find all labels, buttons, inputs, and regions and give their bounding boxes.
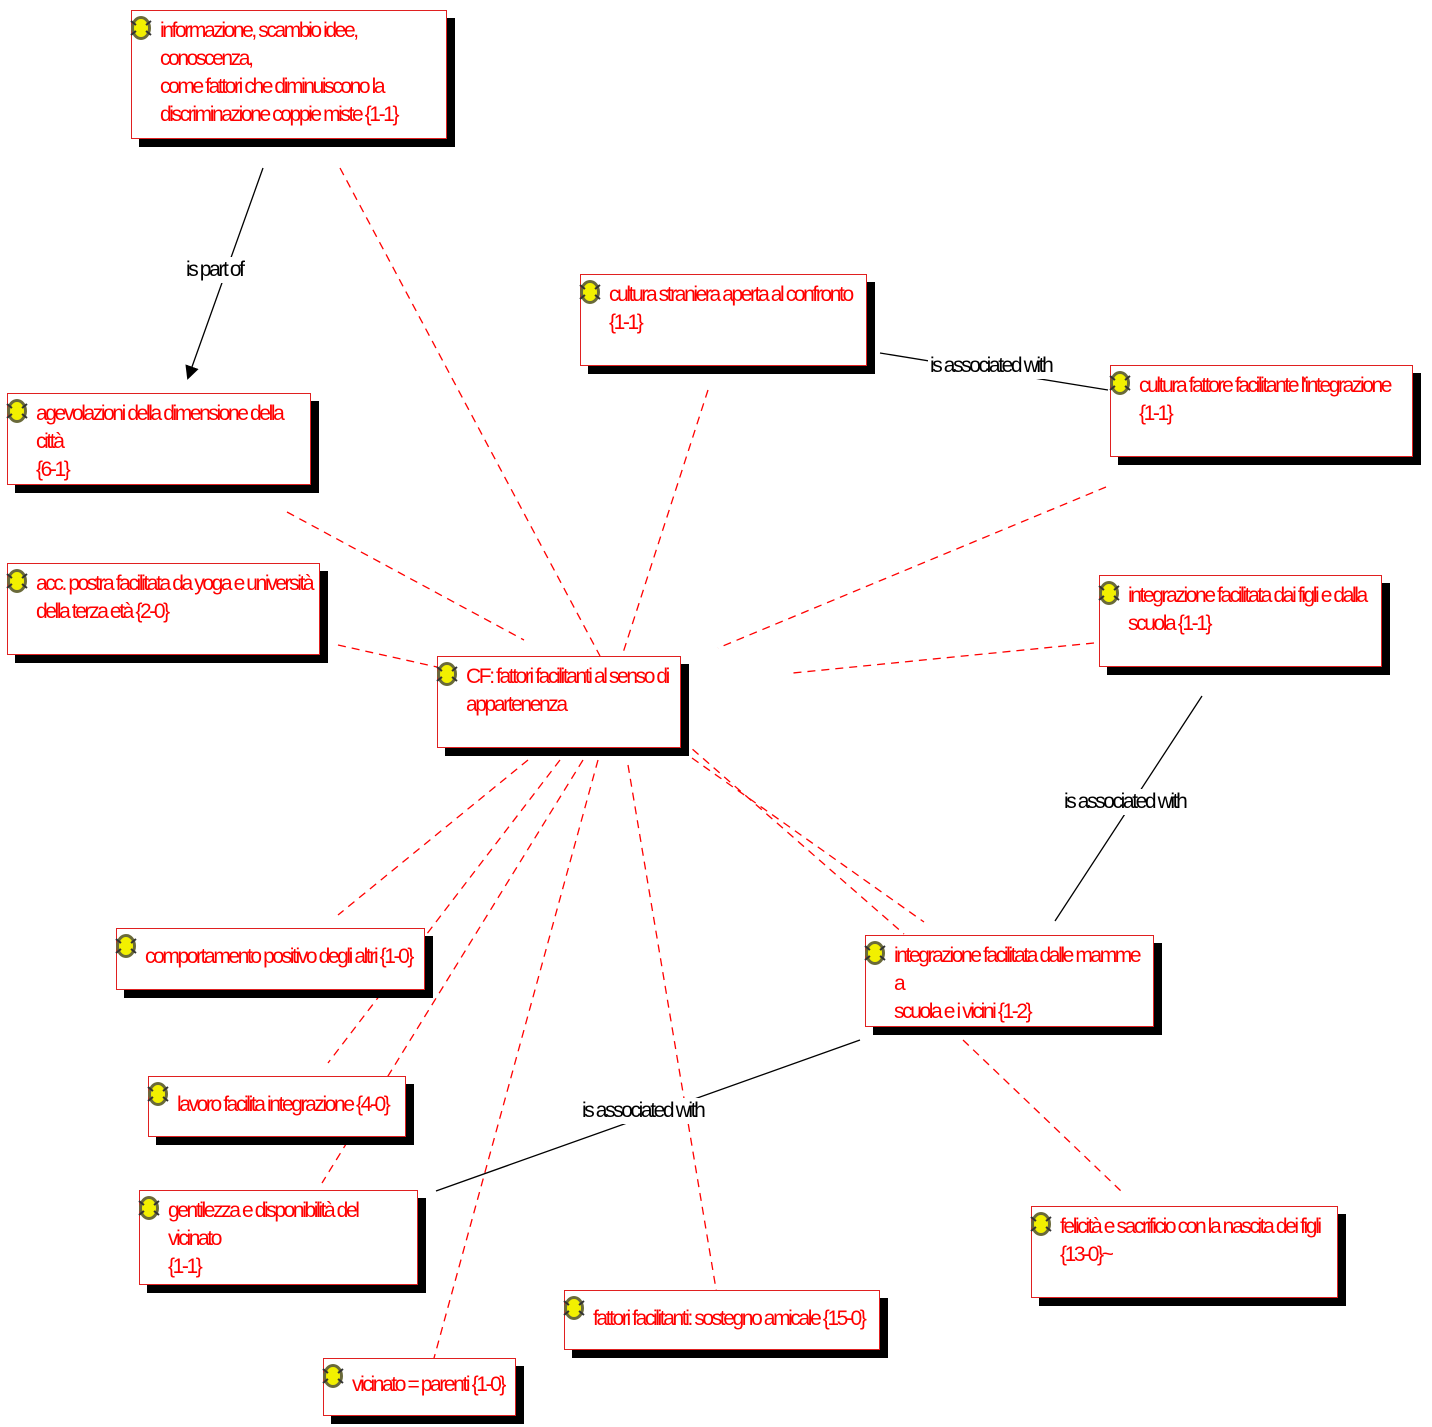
node-label: vicinato = parenti {1-0} bbox=[352, 1373, 506, 1396]
code-node-icon bbox=[6, 399, 28, 423]
code-node-icon bbox=[147, 1082, 169, 1106]
code-node-icon bbox=[436, 662, 458, 686]
link-cf-accoglienza bbox=[337, 644, 438, 668]
code-node-icon bbox=[563, 1296, 585, 1320]
node-label: integrazione facilitata dai figli e dall… bbox=[1128, 584, 1368, 635]
node-label: cultura straniera aperta al confronto {1… bbox=[609, 283, 854, 334]
link-cf-fattori-sostegno bbox=[627, 764, 718, 1296]
node-fattori-sostegno[interactable]: fattori facilitanti: sostegno amicale {1… bbox=[563, 1290, 880, 1350]
node-label: cultura fattore facilitante l'integrazio… bbox=[1139, 374, 1392, 425]
code-node-icon bbox=[130, 16, 152, 40]
node-cf-centrale[interactable]: CF: fattori facilitanti al senso di appa… bbox=[436, 656, 681, 748]
link-mamme-felicita bbox=[962, 1039, 1123, 1193]
relation-label-cultura: is associated with bbox=[928, 353, 1054, 379]
link-cf-integrazione-mamme-b bbox=[681, 739, 905, 935]
node-felicita[interactable]: felicità e sacrificio con la nascita dei… bbox=[1030, 1206, 1338, 1298]
node-label: felicità e sacrificio con la nascita dei… bbox=[1060, 1215, 1322, 1266]
code-node-icon bbox=[1030, 1212, 1052, 1236]
node-label: lavoro facilita integrazione {4-0} bbox=[177, 1093, 391, 1116]
node-agevolazioni[interactable]: agevolazioni della dimensione della citt… bbox=[6, 393, 311, 485]
node-gentilezza[interactable]: gentilezza e disponibilità del vicinato … bbox=[138, 1190, 418, 1285]
code-node-icon bbox=[138, 1196, 160, 1220]
link-cf-lavoro bbox=[327, 759, 561, 1064]
node-label: CF: fattori facilitanti al senso di appa… bbox=[466, 665, 670, 716]
code-node-icon bbox=[6, 569, 28, 593]
code-node-icon bbox=[115, 934, 137, 958]
link-cf-integrazione-mamme-a bbox=[691, 757, 925, 923]
node-label: integrazione facilitata dalle mamme a sc… bbox=[894, 944, 1142, 1023]
node-informazione[interactable]: informazione, scambio idee, conoscenza, … bbox=[130, 10, 447, 139]
link-cf-agevolazioni bbox=[286, 511, 525, 641]
node-lavoro[interactable]: lavoro facilita integrazione {4-0} bbox=[147, 1076, 406, 1137]
code-node-icon bbox=[1109, 371, 1131, 395]
node-cultura-straniera[interactable]: cultura straniera aperta al confronto {1… bbox=[579, 274, 867, 366]
code-node-icon bbox=[864, 941, 886, 965]
node-comportamento[interactable]: comportamento positivo degli altri {1-0} bbox=[115, 928, 425, 990]
link-cf-comportamento bbox=[337, 759, 529, 916]
link-cf-informazione bbox=[339, 167, 601, 657]
code-node-icon bbox=[1098, 581, 1120, 605]
link-cf-cultura-straniera bbox=[621, 389, 709, 657]
node-integrazione-figli[interactable]: integrazione facilitata dai figli e dall… bbox=[1098, 575, 1382, 667]
node-label: acc. postra facilitata da yoga e univers… bbox=[36, 572, 315, 623]
node-accoglienza[interactable]: acc. postra facilitata da yoga e univers… bbox=[6, 563, 320, 655]
node-label: agevolazioni della dimensione della citt… bbox=[36, 402, 285, 481]
node-label: informazione, scambio idee, conoscenza, … bbox=[160, 19, 399, 126]
relation-label-figli-mamme: is associated with bbox=[1062, 789, 1188, 815]
link-cf-cultura-fattore bbox=[717, 486, 1107, 649]
node-label: comportamento positivo degli altri {1-0} bbox=[145, 945, 414, 968]
link-cf-integrazione-figli bbox=[792, 642, 1095, 674]
node-vicinato[interactable]: vicinato = parenti {1-0} bbox=[322, 1358, 516, 1416]
link-cf-vicinato bbox=[427, 759, 599, 1381]
code-node-icon bbox=[579, 280, 601, 304]
relation-label-mamme-gentilezza: is associated with bbox=[580, 1098, 706, 1124]
node-label: fattori facilitanti: sostegno amicale {1… bbox=[593, 1307, 867, 1330]
relation-label-is-part-of: is part of bbox=[184, 257, 245, 283]
code-node-icon bbox=[322, 1364, 344, 1388]
node-cultura-fattore[interactable]: cultura fattore facilitante l'integrazio… bbox=[1109, 365, 1413, 457]
node-label: gentilezza e disponibilità del vicinato … bbox=[168, 1199, 360, 1278]
node-integrazione-mamme[interactable]: integrazione facilitata dalle mamme a sc… bbox=[864, 935, 1154, 1027]
